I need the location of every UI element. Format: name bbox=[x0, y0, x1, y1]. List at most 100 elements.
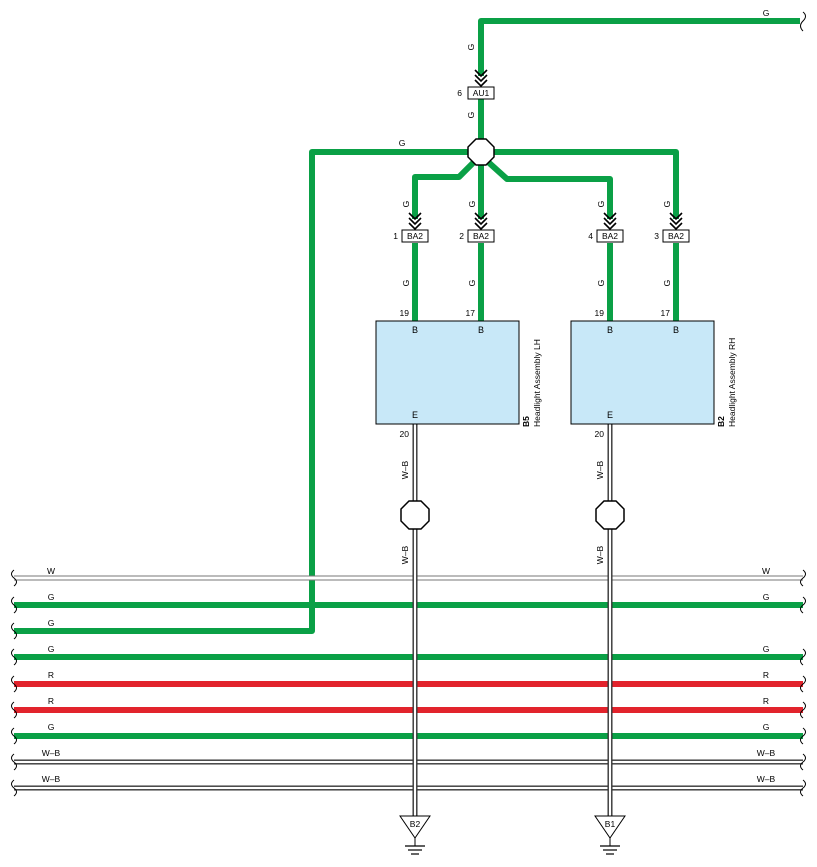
break-g1 bbox=[11, 596, 17, 614]
ground-triangle bbox=[399, 815, 431, 839]
term-b: B bbox=[673, 325, 679, 335]
wire-label-au1-out: G bbox=[466, 112, 476, 119]
connector-pin: 4 bbox=[588, 231, 593, 241]
bus-label: G bbox=[48, 722, 55, 732]
bus-label: G bbox=[48, 644, 55, 654]
left-feed-wire bbox=[14, 149, 470, 634]
bus-label: G bbox=[763, 592, 770, 602]
wire-label-ba2-2-in: G bbox=[467, 201, 477, 208]
connector-name: BA2 bbox=[602, 231, 618, 241]
pin-b: 17 bbox=[466, 308, 476, 318]
wire-label-lh-ground-upper: W–B bbox=[400, 460, 410, 479]
wire-label-ba2-4-out: G bbox=[596, 280, 606, 287]
rbreak-wb2 bbox=[800, 779, 806, 797]
term-b: B bbox=[478, 325, 484, 335]
break-g3 bbox=[11, 648, 17, 666]
connector-pin: 2 bbox=[459, 231, 464, 241]
bus-labels-left: W G G G R R G W–B W–B bbox=[42, 566, 61, 784]
ground-rh: B1 bbox=[594, 815, 626, 855]
wire-label-top: G bbox=[763, 8, 770, 18]
right-breaks bbox=[800, 569, 806, 797]
chevron-icon bbox=[669, 212, 683, 231]
break-wb2 bbox=[11, 779, 17, 797]
bus-labels-right: W G G R R G W–B W–B bbox=[757, 566, 776, 784]
term-a: B bbox=[412, 325, 418, 335]
bus-label: R bbox=[48, 696, 54, 706]
connector-ba2-3: BA2 3 bbox=[654, 212, 690, 243]
component-box bbox=[375, 320, 520, 425]
connector-pin: 6 bbox=[457, 88, 462, 98]
bus-label: R bbox=[763, 696, 769, 706]
pin-e: 20 bbox=[595, 429, 605, 439]
chevron-icon bbox=[408, 212, 422, 231]
lh-ground-junction bbox=[400, 500, 430, 530]
term-e: E bbox=[607, 410, 613, 420]
rbreak-w bbox=[800, 569, 806, 587]
ground-triangle bbox=[594, 815, 626, 839]
wire-label-left-feed: G bbox=[399, 138, 406, 148]
ground-label: B2 bbox=[410, 819, 421, 829]
connector-name: AU1 bbox=[473, 88, 490, 98]
term-e: E bbox=[412, 410, 418, 420]
rbreak-g1 bbox=[800, 596, 806, 614]
chevron-icon bbox=[603, 212, 617, 231]
component-name: Headlight Assembly LH bbox=[532, 339, 542, 427]
component-code: B2 bbox=[716, 416, 726, 427]
bus-label: G bbox=[763, 644, 770, 654]
bus-label: G bbox=[48, 618, 55, 628]
connector-box bbox=[467, 86, 495, 100]
main-junction bbox=[467, 138, 495, 166]
rbreak-r1 bbox=[800, 675, 806, 693]
bus-label: W–B bbox=[42, 748, 61, 758]
pin-a: 19 bbox=[400, 308, 410, 318]
component-code: B5 bbox=[521, 416, 531, 427]
headlight-assembly-rh: B B E 19 17 20 B2 Headlight Assembly RH bbox=[570, 308, 737, 439]
connector-ba2-1: BA2 1 bbox=[393, 212, 429, 243]
bus-label: R bbox=[48, 670, 54, 680]
top-wire-break bbox=[800, 11, 806, 32]
pin-b: 17 bbox=[661, 308, 671, 318]
wire-label-ba2-1-in: G bbox=[401, 201, 411, 208]
wire-labels: G G G G G G G G G G G G W–B W–B W–B W–B bbox=[399, 8, 770, 564]
left-breaks bbox=[11, 569, 17, 797]
break-g2 bbox=[11, 622, 17, 640]
connector-pin: 3 bbox=[654, 231, 659, 241]
ground-wires bbox=[412, 424, 613, 816]
chevron-icon bbox=[474, 212, 488, 231]
bus-label: W–B bbox=[757, 774, 776, 784]
connector-ba2-4: BA2 4 bbox=[588, 212, 624, 243]
bus-wires bbox=[14, 575, 803, 791]
wire-label-ba2-3-out: G bbox=[662, 280, 672, 287]
connector-name: BA2 bbox=[668, 231, 684, 241]
component-box bbox=[570, 320, 715, 425]
connector-name: BA2 bbox=[407, 231, 423, 241]
bus-label: R bbox=[763, 670, 769, 680]
rbreak-g3 bbox=[800, 648, 806, 666]
wire-label-rh-ground-lower: W–B bbox=[595, 545, 605, 564]
connector-box bbox=[467, 229, 495, 243]
chevron-icon bbox=[474, 69, 488, 88]
wire-label-au1-in: G bbox=[466, 44, 476, 51]
term-a: B bbox=[607, 325, 613, 335]
component-name: Headlight Assembly RH bbox=[727, 338, 737, 427]
rbreak-wb1 bbox=[800, 753, 806, 771]
ground-lh: B2 bbox=[399, 815, 431, 855]
rh-ground-junction bbox=[595, 500, 625, 530]
rbreak-r2 bbox=[800, 701, 806, 719]
pin-a: 19 bbox=[595, 308, 605, 318]
wire-label-rh-ground-upper: W–B bbox=[595, 460, 605, 479]
wire-label-ba2-4-in: G bbox=[596, 201, 606, 208]
connector-ba2-2: BA2 2 bbox=[459, 212, 495, 243]
bus-label: W–B bbox=[42, 774, 61, 784]
bus-label: W bbox=[47, 566, 55, 576]
wire-label-ba2-3-in: G bbox=[662, 201, 672, 208]
connector-au1: AU1 6 bbox=[457, 69, 495, 100]
pin-e: 20 bbox=[400, 429, 410, 439]
connector-box bbox=[596, 229, 624, 243]
headlight-assembly-lh: B B E 19 17 20 B5 Headlight Assembly LH bbox=[375, 308, 542, 439]
break-r2 bbox=[11, 701, 17, 719]
branch-to-ba2-3 bbox=[492, 149, 679, 219]
wire-label-ba2-2-out: G bbox=[467, 280, 477, 287]
ground-label: B1 bbox=[605, 819, 616, 829]
